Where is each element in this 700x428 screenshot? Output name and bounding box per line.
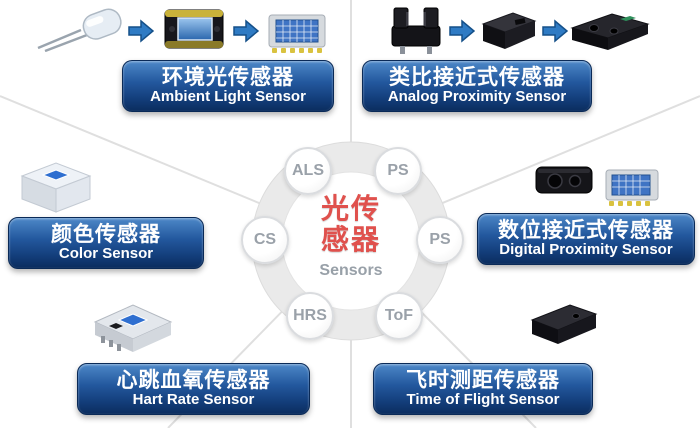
clear-package-sensor-icon xyxy=(20,162,92,213)
led-icon xyxy=(37,8,122,53)
hub-node-hrs: HRS xyxy=(286,292,334,340)
time-of-flight-en-label: Time of Flight Sensor xyxy=(406,391,560,409)
color-sensor-zh-label: 颜色传感器 xyxy=(51,222,161,246)
tof-module-icon xyxy=(530,304,598,344)
ambient-light-en-label: Ambient Light Sensor xyxy=(150,88,306,106)
digital-sensor-chip-image xyxy=(598,156,666,210)
proximity-module-icon xyxy=(570,13,650,50)
banner-color-sensor: 颜色传感器 Color Sensor xyxy=(8,217,204,269)
hub-title: 光传 感器 xyxy=(291,193,411,256)
banner-heart-rate-sensor: 心跳血氧传感器 Hart Rate Sensor xyxy=(77,363,310,415)
analog-proximity-en-label: Analog Proximity Sensor xyxy=(387,88,567,106)
sensor-array-chip-icon xyxy=(268,14,326,53)
arrow-right-icon xyxy=(128,19,154,43)
heart-rate-en-label: Hart Rate Sensor xyxy=(132,391,255,409)
smd-emitter-icon xyxy=(481,12,537,49)
led-image xyxy=(35,4,127,53)
led-package-image xyxy=(158,4,230,54)
banner-time-of-flight-sensor: 飞时测距传感器 Time of Flight Sensor xyxy=(373,363,593,415)
digital-proximity-module-icon xyxy=(535,166,593,194)
hub-subtitle: Sensors xyxy=(319,262,383,279)
hub-title-line1: 光传 xyxy=(320,193,381,224)
heart-rate-sensor-image xyxy=(85,292,180,358)
digital-proximity-module-image xyxy=(532,156,596,202)
color-sensor-en-label: Color Sensor xyxy=(58,245,154,263)
hub-node-ps-digital: PS xyxy=(416,216,464,264)
photo-interrupter-image xyxy=(386,4,446,56)
arrow-right-icon xyxy=(233,19,259,43)
heart-rate-sensor-icon xyxy=(93,304,173,352)
led-package-icon xyxy=(164,9,224,49)
digital-sensor-chip-icon xyxy=(605,169,659,206)
banner-ambient-light-sensor: 环境光传感器 Ambient Light Sensor xyxy=(122,60,334,112)
heart-rate-zh-label: 心跳血氧传感器 xyxy=(116,368,271,392)
tof-module-image xyxy=(524,292,604,354)
hub-node-cs: CS xyxy=(241,216,289,264)
hub-node-tof: ToF xyxy=(375,292,423,340)
sensor-array-chip-image xyxy=(262,3,332,55)
clear-package-sensor-image xyxy=(10,154,100,216)
digital-proximity-zh-label: 数位接近式传感器 xyxy=(498,218,674,242)
photo-interrupter-icon xyxy=(391,7,441,54)
ambient-light-zh-label: 环境光传感器 xyxy=(162,65,294,89)
banner-digital-proximity-sensor: 数位接近式传感器 Digital Proximity Sensor xyxy=(477,213,695,265)
banner-analog-proximity-sensor: 类比接近式传感器 Analog Proximity Sensor xyxy=(362,60,592,112)
analog-proximity-zh-label: 类比接近式传感器 xyxy=(389,65,565,89)
hub-node-ps-analog: PS xyxy=(374,147,422,195)
smd-emitter-image xyxy=(477,8,539,54)
time-of-flight-zh-label: 飞时测距传感器 xyxy=(406,368,560,392)
digital-proximity-en-label: Digital Proximity Sensor xyxy=(499,241,673,259)
hub-node-als: ALS xyxy=(284,147,332,195)
hub-title-line2: 感器 xyxy=(320,224,381,256)
arrow-right-icon xyxy=(449,19,475,43)
proximity-module-image xyxy=(568,6,652,54)
arrow-right-icon xyxy=(542,19,568,43)
